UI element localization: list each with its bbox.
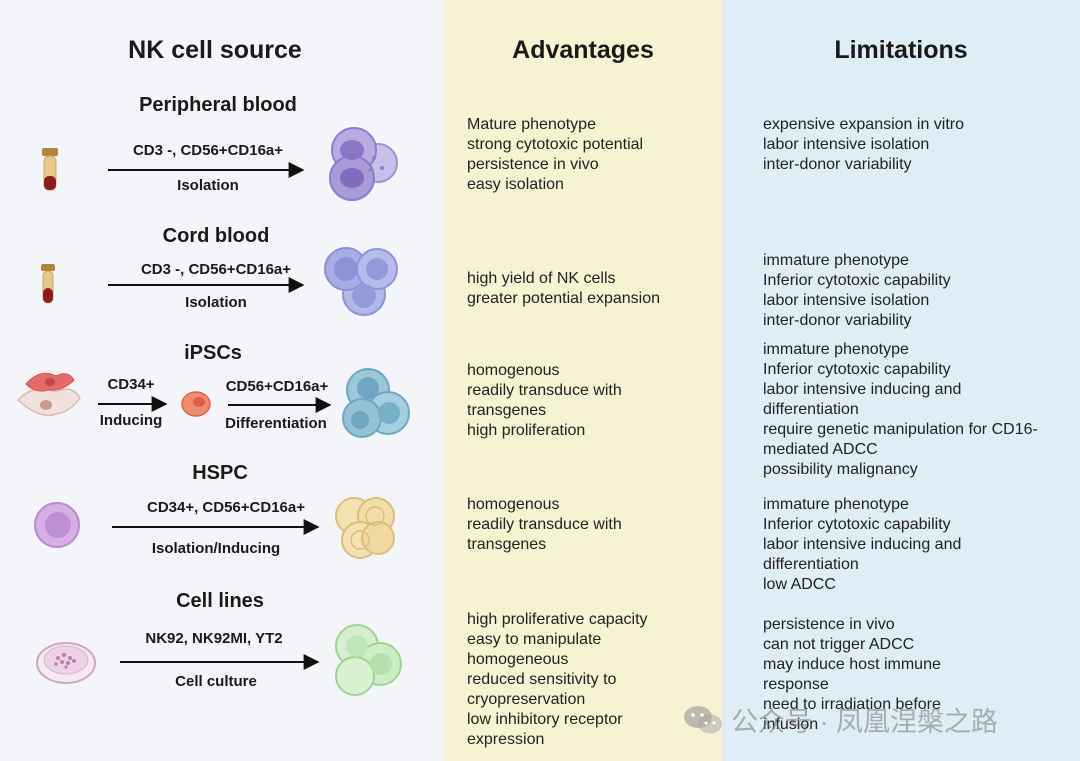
text-line: immature phenotype (763, 341, 909, 358)
advantages-list: homogenous readily transduce with transgen… (467, 495, 622, 555)
text-line: persistence in vivo (467, 156, 599, 173)
advantages-list: Mature phenotype strong cytotoxic potenti… (467, 115, 643, 195)
marker-label: CD3 -, CD56+CD16a+ (140, 261, 292, 278)
text-line: Inferior cytotoxic capability (763, 516, 951, 533)
cord-blood-cell-cluster-icon (324, 247, 398, 316)
text-line: reduced sensitivity to (467, 671, 617, 688)
text-line: transgenes (467, 402, 547, 419)
wechat-icon (684, 705, 722, 733)
marker-label: NK92, NK92MI, YT2 (145, 630, 283, 647)
advantages-header: Advantages (512, 36, 654, 64)
row-title-peripheral-blood: Peripheral blood (139, 94, 297, 116)
source-header: NK cell source (128, 36, 302, 64)
text-line: easy isolation (467, 176, 564, 193)
method-label: Isolation/Inducing (151, 540, 281, 557)
cord-blood-tube-icon (41, 264, 55, 304)
text-line: may induce host immune (763, 656, 941, 673)
row-title-hspc: HSPC (192, 462, 248, 484)
text-line: cryopreservation (467, 691, 586, 708)
row-title-cord-blood: Cord blood (162, 225, 270, 247)
advantages-list: homogenous readily transduce with transgen… (467, 361, 622, 441)
blood-tube-icon (42, 148, 58, 191)
text-line: possibility malignancy (763, 461, 918, 478)
text-line: homogeneous (467, 651, 569, 668)
text-line: labor intensive inducing and (763, 536, 962, 553)
text-line: labor intensive isolation (763, 136, 930, 153)
row-title-cell-lines: Cell lines (176, 590, 264, 612)
text-line: low ADCC (763, 576, 836, 593)
text-line: inter-donor variability (763, 156, 912, 173)
limitations-column-bg (722, 0, 1080, 761)
text-line: homogenous (467, 362, 560, 379)
text-line: labor intensive isolation (763, 292, 930, 309)
hspc-cell-icon (34, 502, 80, 548)
text-line: expensive expansion in vitro (763, 116, 965, 133)
advantages-list: high proliferative capacity easy to manip… (467, 610, 648, 750)
text-line: strong cytotoxic potential (467, 136, 644, 153)
text-line: Mature phenotype (467, 116, 596, 133)
text-line: differentiation (763, 401, 859, 418)
method-label: Isolation (177, 177, 239, 194)
row-title-ipscs: iPSCs (184, 342, 242, 364)
watermark-text: 公众号 · 凤凰涅槃之路 (731, 707, 998, 737)
text-line: can not trigger ADCC (763, 636, 915, 653)
text-line: readily transduce with (467, 516, 622, 533)
text-line: response (763, 676, 829, 693)
petri-dish-icon (36, 642, 96, 684)
text-line: inter-donor variability (763, 312, 912, 329)
text-line: high proliferative capacity (467, 611, 648, 628)
marker-label: CD3 -, CD56+CD16a+ (132, 142, 284, 159)
fibroblast-icon (16, 372, 81, 417)
text-line: high proliferation (467, 422, 586, 439)
text-line: immature phenotype (763, 252, 909, 269)
marker-label: CD34+, CD56+CD16a+ (146, 499, 305, 516)
text-line: mediated ADCC (763, 441, 878, 458)
text-line: readily transduce with (467, 382, 622, 399)
limitations-list: persistence in vivo can not trigger ADCC m… (763, 615, 941, 735)
method-label: Isolation (185, 294, 247, 311)
limitations-header: Limitations (834, 36, 968, 64)
method-label: Differentiation (225, 415, 327, 432)
text-line: low inhibitory receptor (467, 711, 623, 728)
advantages-list: high yield of NK cells greater potential … (467, 269, 660, 309)
nk-cell-cluster-icon (329, 127, 398, 201)
text-line: immature phenotype (763, 496, 909, 513)
marker-label: CD56+CD16a+ (225, 378, 329, 395)
ipsc-cell-icon (181, 391, 211, 417)
method-label: Cell culture (175, 673, 257, 690)
text-line: transgenes (467, 536, 547, 553)
advantages-column-bg (444, 0, 722, 761)
text-line: Inferior cytotoxic capability (763, 272, 951, 289)
ipsc-derived-nk-cluster-icon (342, 368, 410, 438)
text-line: require genetic manipulation for CD16- (763, 421, 1038, 438)
text-line: differentiation (763, 556, 859, 573)
text-line: easy to manipulate (467, 631, 602, 648)
cell-line-cluster-icon (335, 624, 402, 696)
text-line: expression (467, 731, 545, 748)
text-line: high yield of NK cells (467, 270, 616, 287)
text-line: need to irradiation before (763, 696, 941, 713)
method-label: Inducing (99, 412, 163, 429)
limitations-list: expensive expansion in vitro labor intens… (763, 115, 964, 175)
marker-label: CD34+ (107, 376, 155, 393)
hspc-derived-nk-cluster-icon (335, 497, 395, 559)
watermark: 公众号 · 凤凰涅槃之路 (683, 700, 998, 739)
text-line: infusion (763, 716, 819, 733)
text-line: Inferior cytotoxic capability (763, 361, 951, 378)
text-line: greater potential expansion (467, 290, 661, 307)
text-line: labor intensive inducing and (763, 381, 962, 398)
text-line: homogenous (467, 496, 560, 513)
text-line: persistence in vivo (763, 616, 895, 633)
